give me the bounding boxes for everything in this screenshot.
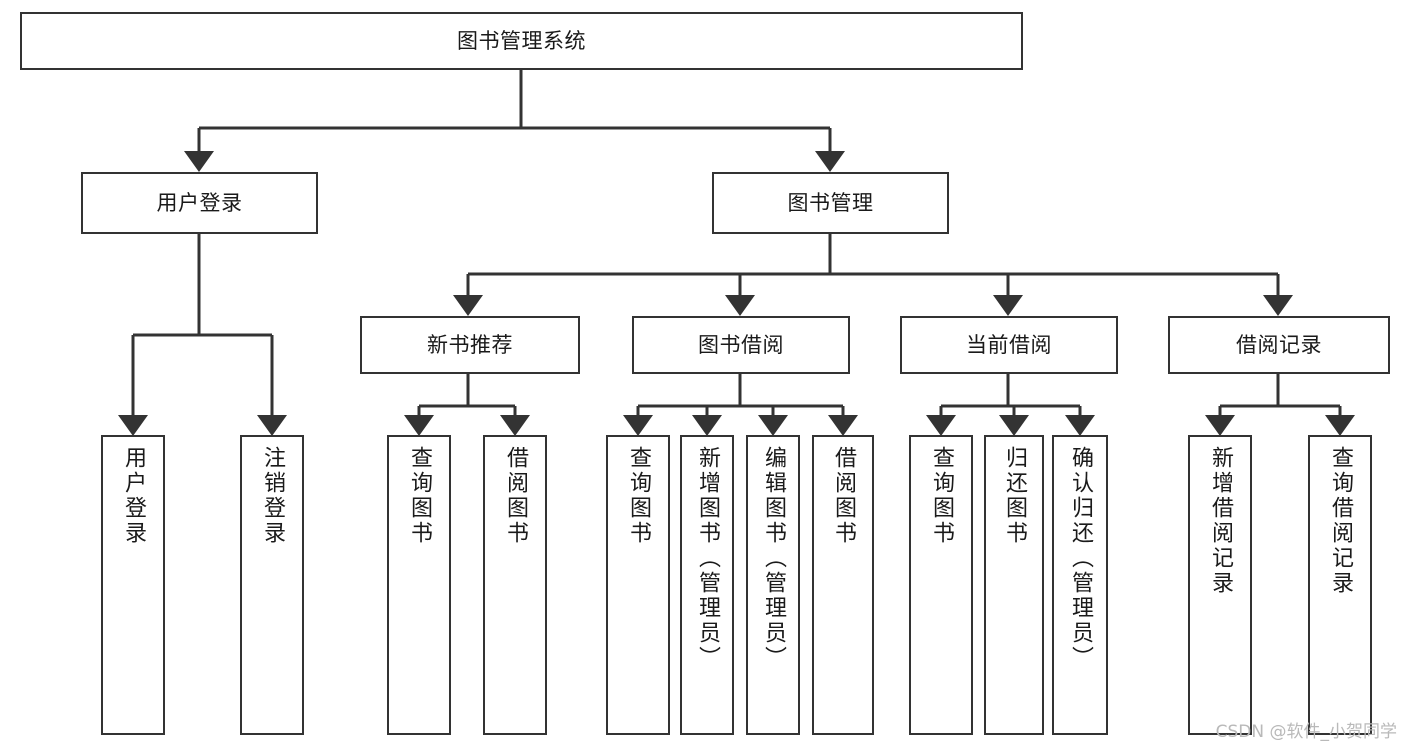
node-leaf-query-book-2-label: 查询图书	[626, 446, 651, 546]
node-borrow-record-label: 借阅记录	[1236, 332, 1322, 357]
node-leaf-user-login-label: 用户登录	[121, 446, 146, 546]
node-new-book-rec[interactable]: 新书推荐	[360, 316, 580, 374]
node-leaf-query-book-1-label: 查询图书	[407, 446, 432, 546]
node-leaf-return-book[interactable]: 归还图书	[984, 435, 1044, 735]
node-leaf-borrow-book-2-label: 借阅图书	[831, 446, 856, 546]
node-new-book-rec-label: 新书推荐	[427, 332, 513, 357]
node-leaf-user-login[interactable]: 用户登录	[101, 435, 165, 735]
node-leaf-edit-book-label: 编辑图书（管理员）	[761, 446, 786, 671]
node-leaf-query-book-1[interactable]: 查询图书	[387, 435, 451, 735]
node-user-login[interactable]: 用户登录	[81, 172, 318, 234]
csdn-watermark: CSDN @软件_小贺同学	[1215, 722, 1397, 742]
node-current-borrow-label: 当前借阅	[966, 332, 1052, 357]
node-book-mgmt-label: 图书管理	[787, 190, 874, 215]
node-leaf-user-logout-label: 注销登录	[260, 446, 285, 546]
node-leaf-return-book-label: 归还图书	[1002, 446, 1027, 546]
node-leaf-confirm-return[interactable]: 确认归还（管理员）	[1052, 435, 1108, 735]
node-leaf-add-record[interactable]: 新增借阅记录	[1188, 435, 1252, 735]
node-book-mgmt[interactable]: 图书管理	[712, 172, 949, 234]
node-root[interactable]: 图书管理系统	[20, 12, 1023, 70]
node-leaf-confirm-return-label: 确认归还（管理员）	[1068, 446, 1093, 671]
node-leaf-add-book-label: 新增图书（管理员）	[695, 446, 720, 671]
node-root-label: 图书管理系统	[457, 28, 586, 53]
node-user-login-label: 用户登录	[156, 190, 243, 215]
node-leaf-add-book[interactable]: 新增图书（管理员）	[680, 435, 734, 735]
node-leaf-query-record-label: 查询借阅记录	[1328, 446, 1353, 596]
node-book-borrow-label: 图书借阅	[698, 332, 784, 357]
node-leaf-add-record-label: 新增借阅记录	[1208, 446, 1233, 596]
node-leaf-user-logout[interactable]: 注销登录	[240, 435, 304, 735]
node-leaf-query-record[interactable]: 查询借阅记录	[1308, 435, 1372, 735]
node-current-borrow[interactable]: 当前借阅	[900, 316, 1118, 374]
node-leaf-borrow-book-2[interactable]: 借阅图书	[812, 435, 874, 735]
node-book-borrow[interactable]: 图书借阅	[632, 316, 850, 374]
node-leaf-edit-book[interactable]: 编辑图书（管理员）	[746, 435, 800, 735]
node-leaf-query-book-3-label: 查询图书	[929, 446, 954, 546]
node-leaf-query-book-2[interactable]: 查询图书	[606, 435, 670, 735]
node-borrow-record[interactable]: 借阅记录	[1168, 316, 1390, 374]
node-leaf-borrow-book-1[interactable]: 借阅图书	[483, 435, 547, 735]
node-leaf-borrow-book-1-label: 借阅图书	[503, 446, 528, 546]
node-leaf-query-book-3[interactable]: 查询图书	[909, 435, 973, 735]
